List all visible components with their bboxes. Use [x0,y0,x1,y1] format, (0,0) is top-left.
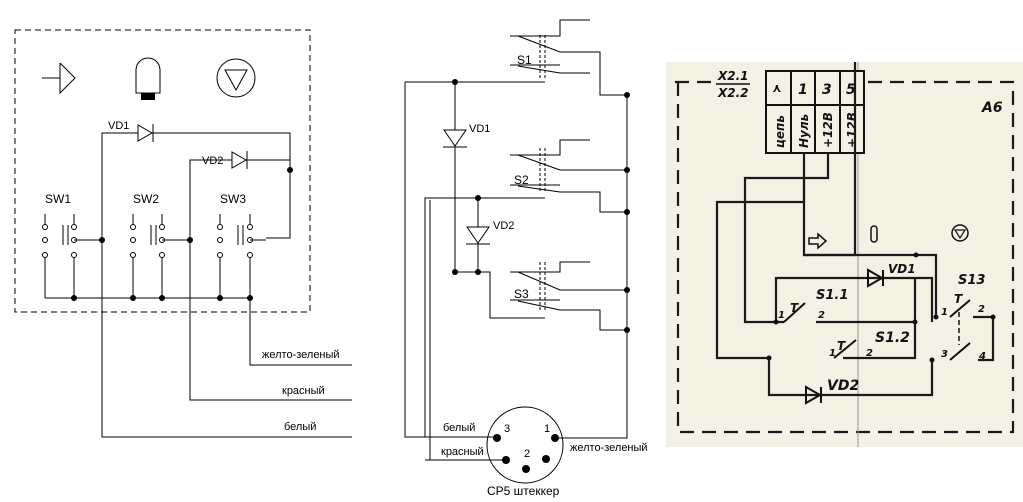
vd2-middle-label: VD2 [493,220,514,232]
s2-label: S2 [514,173,529,187]
circle-triangle-icon [216,58,256,98]
s12-contact-1: 1 [829,348,836,359]
panel-boundary [14,29,311,313]
s11-contact-1: 1 [778,310,785,321]
vd2-diode-middle [466,226,490,245]
connector-wire-red: красный [441,446,484,458]
scan-vd1-label: VD1 [888,262,916,276]
scan-s12-switch: T S1.2 1 2 [829,330,910,359]
s13-contact-3: 3 [941,349,948,360]
pin-3-label: 3 [504,423,510,435]
pushbutton-symbol-3: T [954,292,963,306]
s3-label: S3 [514,287,529,301]
arrow-right-icon [42,62,76,95]
pin-label-12v: +12В [821,112,835,148]
vd1-wire [101,132,291,240]
connector-x21: X2.1 [717,69,749,83]
pushbutton-symbol: T [790,301,799,315]
s13-contact-2: 2 [978,304,985,315]
vd2-label: VD2 [202,155,223,167]
block-label-a6: A6 [981,100,1003,116]
scan-s13-switch: T S13 1 2 3 4 [941,273,986,362]
s13-contact-1: 1 [941,307,948,318]
pin-1-label: 1 [544,423,550,435]
wire-label-yellow-green: желто-зеленый [262,349,340,361]
s1-switch: S1 [405,19,627,96]
scan-lamp-icon [870,225,878,243]
sw2-switch: SW2 [130,192,190,298]
connector-wire-white: белый [443,422,475,434]
pushbutton-symbol-2: T [837,339,846,353]
s3-switch: S3 [454,82,627,331]
sw1-label: SW1 [45,192,71,206]
vd2-diode [231,151,248,169]
scan-s13-label: S13 [958,273,985,288]
scanned-schematic: X2.1 X2.2 ⋏ 1 3 5 цепь Нуль +12В +12В A6 [666,62,1023,447]
sw3-switch: SW3 [217,192,266,298]
middle-schematic: S1 S2 S3 VD1 [404,19,648,498]
pin-number-3: 3 [822,82,832,98]
scan-vd2-label: VD2 [827,378,859,394]
lamp-icon [135,57,161,100]
s1-label: S1 [517,53,532,67]
connector-title: CP5 штеккер [487,484,560,498]
scan-circle-triangle-icon [951,224,969,242]
connector-wire-yellow-green: желто-зеленый [570,442,648,454]
s11-contact-2: 2 [818,310,825,321]
pin-number-1: 1 [798,82,808,98]
vd1-middle-label: VD1 [469,123,490,135]
vd1-diode-middle [443,129,467,148]
wire-label-red: красный [282,385,325,397]
left-schematic: VD1 VD2 SW1 SW2 SW3 [14,29,352,438]
wire-label-white: белый [284,421,316,433]
scan-s11-label: S1.1 [816,288,848,303]
scan-vd1-diode [867,268,885,288]
pin-label-circuit: цепь [773,115,787,148]
connector-x22: X2.2 [717,86,749,100]
pin-2-label: 2 [524,448,530,460]
connector-table: ⋏ 1 3 5 цепь Нуль +12В +12В [765,70,865,154]
s12-contact-2: 2 [866,348,873,359]
vd1-diode [137,124,154,142]
cp5-connector: 3 1 2 белый красный желто-зеленый CP5 шт… [441,406,648,498]
contact-symbol: ⋏ [772,81,782,95]
pin-label-12v-2: +12В [845,112,859,148]
scan-vd2-diode [805,385,823,405]
vd1-label: VD1 [108,120,129,132]
scan-arrow-icon [808,232,828,250]
pin-label-null: Нуль [797,114,811,148]
sw2-label: SW2 [133,192,159,206]
sw1-switch: SW1 [42,192,102,298]
sw3-label: SW3 [220,192,246,206]
s13-contact-4: 4 [978,351,986,362]
scan-s12-label: S1.2 [875,330,910,346]
scan-s11-switch: T S1.1 1 2 [778,288,848,323]
pin-number-5: 5 [846,82,856,98]
